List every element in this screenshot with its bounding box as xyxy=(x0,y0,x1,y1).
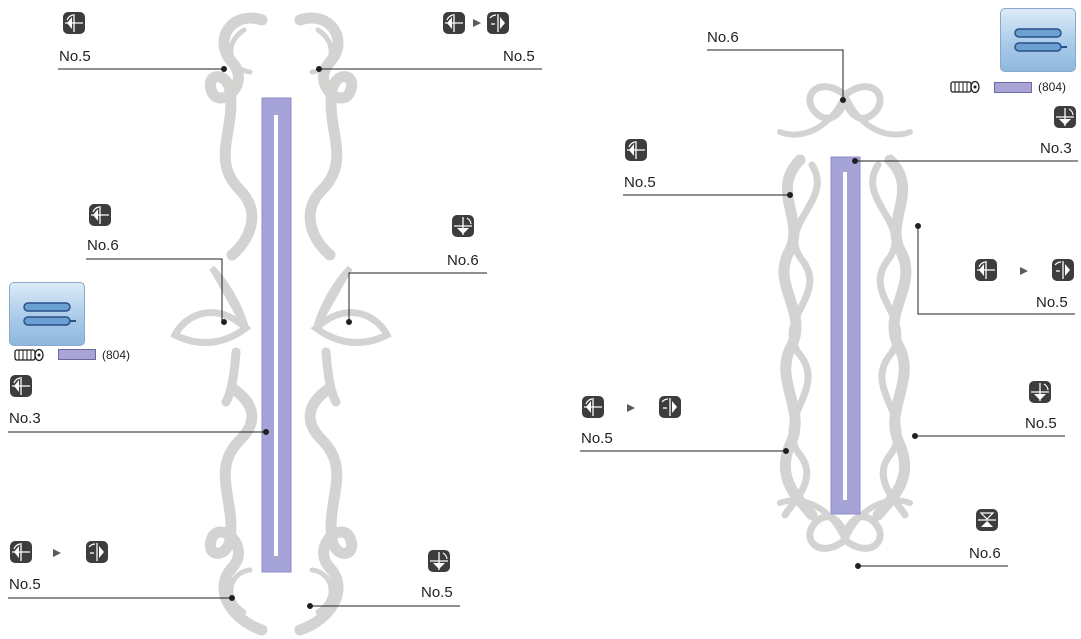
stitch-left-forward-icon xyxy=(582,396,604,418)
arrow-right-icon xyxy=(473,19,481,27)
left-ornament xyxy=(170,12,392,636)
thread-code: (804) xyxy=(1038,80,1067,94)
stitch-right-reverse-icon xyxy=(659,396,681,418)
right-label-mid-right: No.5 xyxy=(1036,294,1068,311)
arrow-right-icon xyxy=(53,549,61,557)
stitch-right-reverse-icon xyxy=(1052,259,1074,281)
right-label-lower-right: No.5 xyxy=(1025,415,1057,432)
stitch-left-forward-icon xyxy=(10,541,32,563)
thread-code: (804) xyxy=(102,348,131,362)
arrow-right-icon xyxy=(1020,267,1028,275)
right-label-lower-left: No.5 xyxy=(581,430,613,447)
arrow-right-icon xyxy=(627,404,635,412)
stitch-left-forward-icon xyxy=(63,12,85,34)
label-top-right: No.5 xyxy=(503,48,535,65)
stitch-left-forward-icon xyxy=(443,12,465,34)
stitch-left-forward-icon xyxy=(10,375,32,397)
right-label-top-right: No.3 xyxy=(1040,140,1072,157)
parallel-lines-icon xyxy=(23,302,76,326)
thread-spool-icon xyxy=(14,348,44,362)
right-buttonhole-slit xyxy=(843,172,847,500)
stitch-down-icon xyxy=(428,550,450,572)
label-mid-right: No.6 xyxy=(447,252,479,269)
label-top-left: No.5 xyxy=(59,48,91,65)
thread-color-swatch xyxy=(994,82,1032,93)
stitch-up-icon xyxy=(976,509,998,531)
stitch-right-reverse-icon xyxy=(86,541,108,563)
bar-stitch-button[interactable] xyxy=(1000,8,1076,72)
label-center: No.3 xyxy=(9,410,41,427)
right-label-top: No.6 xyxy=(707,29,739,46)
label-bottom-left: No.5 xyxy=(9,576,41,593)
left-buttonhole-slit xyxy=(274,115,278,556)
stitch-down-icon xyxy=(452,215,474,237)
leader-lines-right xyxy=(580,49,1078,569)
stitch-down-icon xyxy=(1054,106,1076,128)
thread-spool-icon xyxy=(950,80,980,94)
right-ornament xyxy=(777,83,913,552)
thread-color-swatch xyxy=(58,349,96,360)
leader-lines-left xyxy=(8,66,542,609)
label-mid-left: No.6 xyxy=(87,237,119,254)
stitch-left-forward-icon xyxy=(625,139,647,161)
stitch-left-forward-icon xyxy=(89,204,111,226)
stitch-right-reverse-icon xyxy=(487,12,509,34)
stitch-down-icon xyxy=(1029,381,1051,403)
label-bottom-right: No.5 xyxy=(421,584,453,601)
right-label-bottom: No.6 xyxy=(969,545,1001,562)
right-label-upper-left: No.5 xyxy=(624,174,656,191)
parallel-lines-icon xyxy=(1014,28,1067,52)
stitch-left-forward-icon xyxy=(975,259,997,281)
bar-stitch-button[interactable] xyxy=(9,282,85,346)
